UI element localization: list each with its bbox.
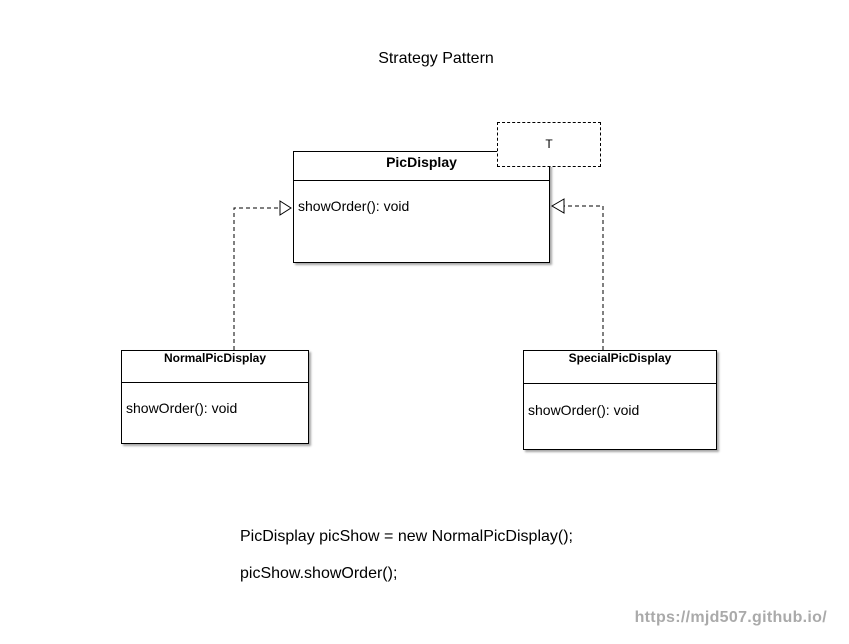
class-name: NormalPicDisplay (122, 351, 308, 383)
right-realization-line (564, 205, 604, 350)
class-picdisplay[interactable]: PicDisplay showOrder(): void (293, 151, 550, 263)
template-parameter: T (497, 122, 601, 167)
diagram-title: Strategy Pattern (378, 50, 494, 67)
watermark-url: https://mjd507.github.io/ (634, 609, 827, 626)
class-operation: showOrder(): void (126, 400, 238, 416)
class-name: SpecialPicDisplay (524, 351, 716, 384)
class-specialpicdisplay[interactable]: SpecialPicDisplay showOrder(): void (523, 350, 717, 450)
left-realization-line (233, 207, 280, 350)
class-operation: showOrder(): void (298, 198, 410, 214)
class-operation: showOrder(): void (528, 402, 640, 418)
code-line: picShow.showOrder(); (240, 565, 398, 582)
left-realization-arrowhead (279, 200, 292, 216)
class-name: PicDisplay (294, 152, 549, 181)
code-line: PicDisplay picShow = new NormalPicDispla… (240, 528, 573, 545)
right-realization-arrowhead (551, 198, 565, 214)
class-normalpicdisplay[interactable]: NormalPicDisplay showOrder(): void (121, 350, 309, 444)
